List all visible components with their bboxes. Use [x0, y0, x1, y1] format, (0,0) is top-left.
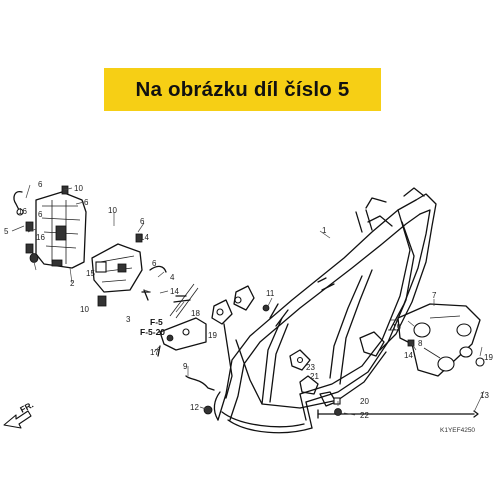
ref-f5-20: F-5-20 [140, 327, 165, 337]
label-10: 10 [80, 305, 89, 314]
diagram-code: K1YEF4250 [440, 427, 475, 434]
label-20: 20 [360, 397, 369, 406]
bracket [157, 283, 207, 357]
label-7: 7 [432, 291, 437, 300]
label-14: 14 [170, 287, 179, 296]
front-arrow-icon [3, 410, 32, 429]
label-23: 23 [306, 363, 315, 372]
label-13: 13 [480, 391, 489, 400]
label-1: 1 [322, 226, 327, 235]
label-2: 2 [70, 279, 75, 288]
label-5: 5 [4, 227, 9, 236]
label-6: 6 [140, 217, 145, 226]
label-12: 12 [190, 403, 199, 412]
label-15: 15 [86, 269, 95, 278]
front-arrow: FR. [3, 400, 35, 429]
label-11: 11 [266, 289, 275, 298]
label-6: 6 [38, 210, 43, 219]
banner-text: Na obrázku díl číslo 5 [135, 77, 350, 101]
fasteners [166, 295, 342, 416]
label-19: 19 [392, 323, 401, 332]
part-labels: 5 6 6 10 6 16 16 2 10 6 14 6 4 15 14 10 … [4, 180, 493, 420]
ref-f5: F-5 [150, 317, 163, 327]
label-14: 14 [140, 233, 149, 242]
label-6: 6 [152, 259, 157, 268]
cover-assembly-center [91, 233, 167, 307]
label-17: 17 [150, 348, 159, 357]
front-direction-label: FR. [18, 400, 35, 415]
label-16: 16 [18, 207, 27, 216]
label-22: 22 [360, 411, 369, 420]
engine-hanger [388, 303, 485, 377]
label-19: 19 [208, 331, 217, 340]
cover-assembly-left [13, 185, 87, 269]
label-8: 8 [418, 339, 423, 348]
label-14: 14 [404, 351, 413, 360]
leader-lines [11, 184, 485, 416]
label-19: 19 [484, 353, 493, 362]
main-frame [211, 187, 437, 434]
long-bolt [317, 409, 479, 419]
label-16: 16 [36, 233, 45, 242]
label-10: 10 [74, 184, 83, 193]
label-9: 9 [183, 362, 188, 371]
part-number-banner: Na obrázku díl číslo 5 [104, 68, 381, 111]
label-6: 6 [84, 198, 89, 207]
label-10: 10 [108, 206, 117, 215]
label-18: 18 [191, 309, 200, 318]
label-4: 4 [170, 273, 175, 282]
label-3: 3 [126, 315, 131, 324]
label-6: 6 [38, 180, 43, 189]
label-21: 21 [310, 372, 319, 381]
